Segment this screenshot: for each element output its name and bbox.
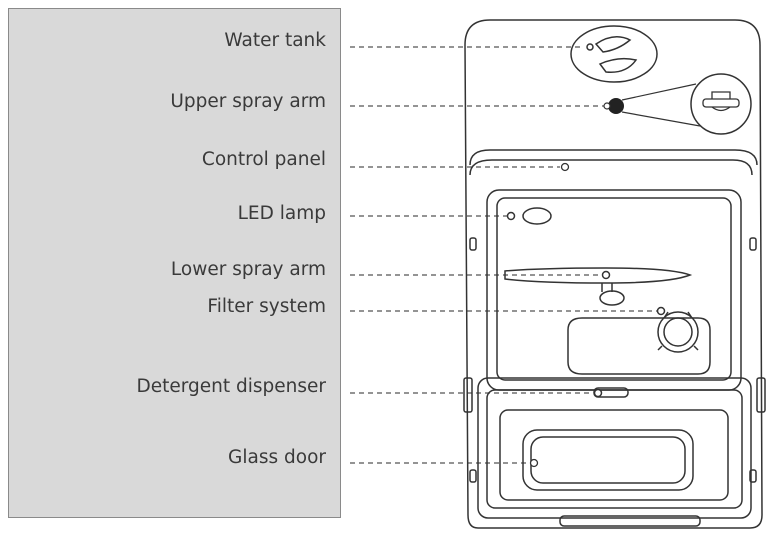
label-detergent-dispenser: Detergent dispenser	[136, 376, 326, 397]
upper-spray-arm-shape	[603, 73, 752, 135]
lower-spray-arm-shape	[504, 267, 693, 306]
dishwasher-body	[463, 19, 766, 529]
label-upper-spray-arm: Upper spray arm	[170, 91, 326, 112]
control-panel-dot	[560, 162, 570, 172]
label-control-panel: Control panel	[201, 149, 326, 170]
water-tank-shape	[570, 25, 658, 83]
leader-lines	[350, 46, 657, 464]
detergent-dispenser-shape	[593, 387, 629, 398]
label-filter-system: Filter system	[207, 296, 326, 317]
led-lamp-shape	[506, 207, 552, 225]
label-panel	[8, 8, 341, 518]
filter-system-shape	[567, 306, 711, 375]
label-glass-door: Glass door	[228, 447, 326, 468]
label-water-tank: Water tank	[224, 30, 326, 51]
label-lower-spray-arm: Lower spray arm	[170, 259, 326, 280]
label-led-lamp: LED lamp	[237, 203, 326, 224]
glass-door-dot	[529, 458, 539, 468]
